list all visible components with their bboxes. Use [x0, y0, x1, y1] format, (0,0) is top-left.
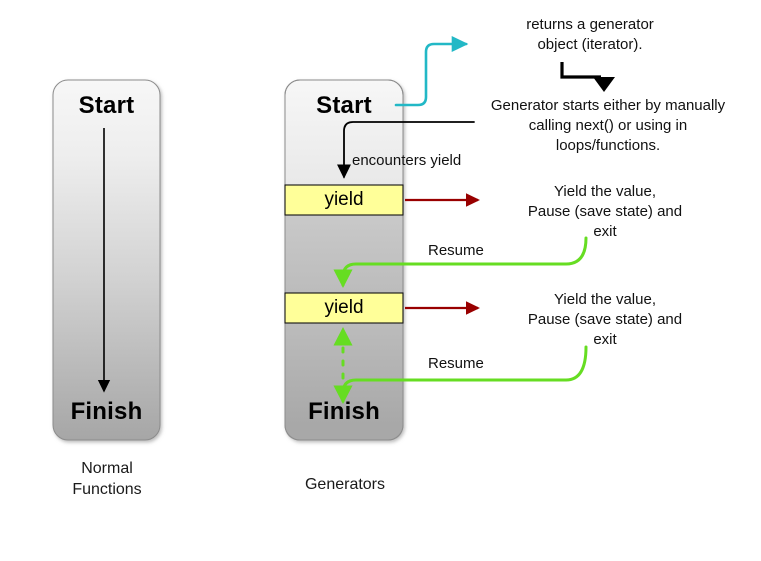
normal-functions-caption: Normal Functions [38, 458, 176, 500]
generators-caption: Generators [304, 476, 386, 493]
yield-pause-1-line1: Yield the value, [553, 183, 656, 200]
generator-box [284, 79, 404, 441]
generator-start-label: Start [316, 92, 372, 119]
generator-starts-note: Generator starts either by manually call… [460, 96, 756, 156]
encounters-yield-label: encounters yield [352, 152, 462, 169]
yield-pause-2-line1: Yield the value, [553, 291, 656, 308]
returns-generator-arrow [394, 35, 469, 107]
yield-pause-1-line3: exit [593, 223, 617, 240]
normal-caption-line1: Normal [81, 460, 133, 477]
yield-label-2: yield [324, 297, 364, 318]
resume-label-2: Resume [428, 355, 484, 372]
generator-starts-line1: Generator starts either by manually [490, 97, 726, 114]
normal-finish-label: Finish [70, 398, 143, 425]
generator-start-hook-arrow [560, 62, 615, 92]
yield-pause-note-2: Yield the value, Pause (save state) and … [490, 290, 720, 350]
generator-starts-line2: calling next() or using in [528, 117, 688, 134]
returns-generator-line1: returns a generator [526, 16, 654, 33]
yield-pause-2-line3: exit [593, 331, 617, 348]
normal-caption-line2: Functions [72, 481, 142, 498]
normal-start-label: Start [78, 92, 135, 119]
returns-generator-note: returns a generator object (iterator). [470, 15, 710, 55]
returns-generator-line2: object (iterator). [537, 36, 643, 53]
generator-finish-label: Finish [308, 398, 380, 425]
yield-pause-1-line2: Pause (save state) and [527, 203, 683, 220]
yield-pause-2-line2: Pause (save state) and [527, 311, 683, 328]
generator-starts-line3: loops/functions. [555, 137, 661, 154]
yield-label-1: yield [324, 189, 364, 210]
normal-function-box [52, 79, 161, 441]
yield-pause-note-1: Yield the value, Pause (save state) and … [490, 182, 720, 242]
resume-label-1: Resume [428, 242, 484, 259]
